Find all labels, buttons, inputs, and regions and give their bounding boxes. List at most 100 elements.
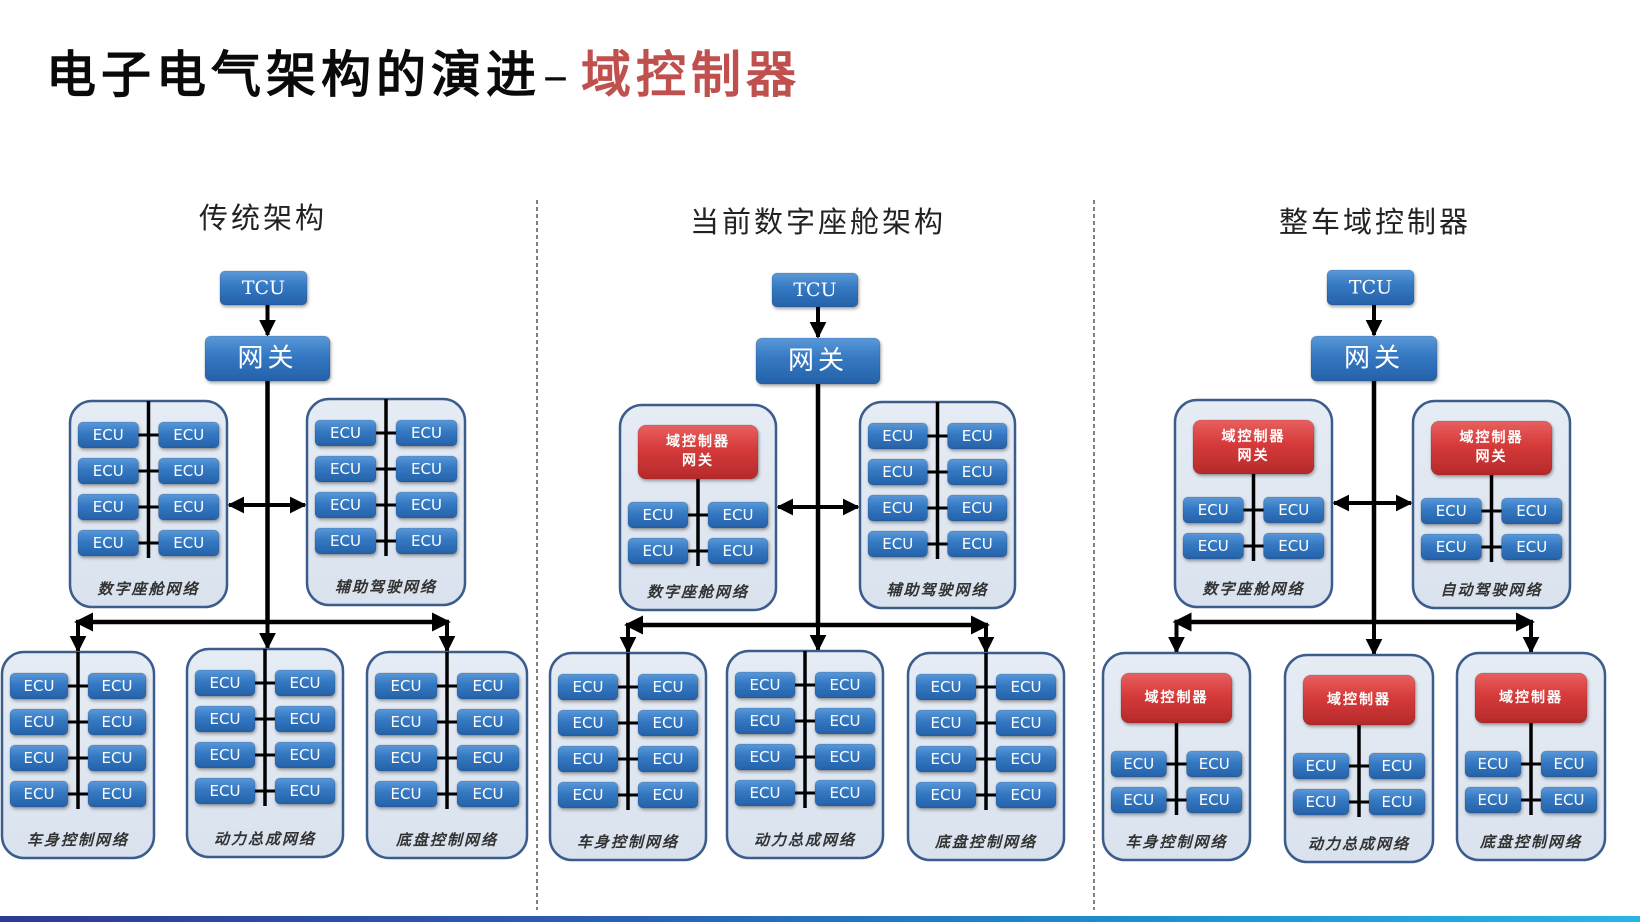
ecu-label: ECU [830, 748, 861, 766]
ecu-block [1501, 533, 1563, 561]
ecu-block [1263, 532, 1325, 560]
gateway-label: 网关 [1344, 344, 1404, 374]
tcu-block [219, 270, 308, 306]
tcu-label: TCU [793, 279, 836, 301]
network-label: 车身控制网络 [577, 833, 679, 851]
ecu-block [915, 709, 977, 737]
ecu-label: ECU [1436, 502, 1467, 520]
ecu-block [734, 743, 796, 771]
ecu-label: ECU [210, 746, 241, 764]
ecu-label: ECU [391, 713, 422, 731]
ecu-block [627, 501, 689, 529]
ecu-label: ECU [931, 786, 962, 804]
ecu-block [395, 455, 458, 483]
ecu-label: ECU [573, 678, 604, 696]
ecu-label: ECU [1382, 793, 1413, 811]
network-label: 动力总成网络 [754, 831, 856, 849]
ecu-block [87, 708, 147, 736]
ecu-label: ECU [1278, 501, 1309, 519]
panel-title: 传统架构 [199, 201, 327, 235]
ecu-label: ECU [391, 677, 422, 695]
ecu-label: ECU [411, 532, 442, 550]
ecu-block [274, 777, 336, 805]
ecu-label: ECU [93, 498, 124, 516]
ecu-block [1292, 752, 1350, 780]
network-label: 自动驾驶网络 [1440, 581, 1542, 599]
ecu-block [9, 780, 69, 808]
ecu-label: ECU [1198, 537, 1229, 555]
ecu-label: ECU [643, 506, 674, 524]
ecu-block [867, 530, 928, 558]
ecu-block [1501, 497, 1563, 525]
ecu-label: ECU [962, 499, 993, 517]
network-label: 数字座舱网络 [1202, 580, 1304, 598]
ecu-block [456, 780, 520, 808]
network-label: 辅助驾驶网络 [335, 578, 437, 596]
ecu-block [274, 741, 336, 769]
ecu-block [314, 455, 377, 483]
ecu-label: ECU [1516, 538, 1547, 556]
ecu-block [158, 457, 220, 485]
ecu-label: ECU [830, 712, 861, 730]
ecu-label: ECU [1516, 502, 1547, 520]
tcu-block [1326, 269, 1415, 306]
ecu-block [637, 781, 699, 809]
ecu-label: ECU [173, 426, 204, 444]
ecu-block [814, 671, 876, 699]
ecu-label: ECU [962, 427, 993, 445]
ecu-label: ECU [93, 534, 124, 552]
ecu-block [456, 708, 520, 736]
ecu-block [915, 673, 977, 701]
ecu-label: ECU [1306, 757, 1337, 775]
network-label: 动力总成网络 [1308, 835, 1410, 853]
ecu-block [814, 779, 876, 807]
ecu-block [374, 672, 438, 700]
ecu-label: ECU [473, 677, 504, 695]
ecu-block [1182, 532, 1244, 560]
ecu-label: ECU [962, 463, 993, 481]
domain-gateway-label: 网关 [1476, 448, 1508, 465]
ecu-block [627, 537, 689, 565]
network-label: 底盘控制网络 [934, 833, 1037, 851]
ecu-label: ECU [210, 710, 241, 728]
ecu-block [158, 493, 220, 521]
ecu-label: ECU [24, 677, 55, 695]
ecu-block [194, 705, 256, 733]
ecu-label: ECU [330, 532, 361, 550]
slide-title-separator: – [543, 46, 573, 104]
ecu-label: ECU [750, 748, 781, 766]
domain-gateway-label: 网关 [682, 452, 714, 469]
ecu-block [557, 709, 619, 737]
ecu-label: ECU [931, 714, 962, 732]
ecu-label: ECU [1478, 791, 1509, 809]
ecu-label: ECU [330, 424, 361, 442]
ecu-block [9, 708, 69, 736]
ecu-label: ECU [1382, 757, 1413, 775]
ecu-block [274, 669, 336, 697]
ecu-block [814, 707, 876, 735]
ecu-label: ECU [653, 714, 684, 732]
domain-gateway-label: 网关 [1238, 447, 1270, 464]
tcu-label: TCU [242, 277, 285, 299]
ecu-label: ECU [830, 784, 861, 802]
ecu-label: ECU [1306, 793, 1337, 811]
ecu-block [77, 493, 139, 521]
ecu-block [1263, 496, 1325, 524]
ecu-block [867, 494, 928, 522]
ecu-block [374, 780, 438, 808]
ecu-label: ECU [1198, 501, 1229, 519]
ecu-label: ECU [290, 674, 321, 692]
ecu-block [867, 458, 928, 486]
ecu-label: ECU [830, 676, 861, 694]
ecu-label: ECU [723, 506, 754, 524]
ecu-block [995, 673, 1057, 701]
ecu-label: ECU [1011, 714, 1042, 732]
